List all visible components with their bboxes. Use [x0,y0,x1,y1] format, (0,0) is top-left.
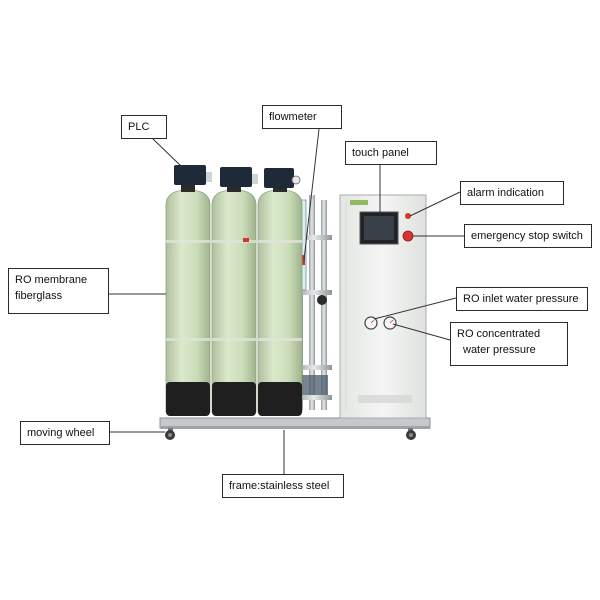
concentrate-pressure-gauge [383,316,397,330]
label-ro-membrane-fiberglass: RO membrane fiberglass [8,268,109,314]
emergency-stop-button [402,230,414,242]
control-valve-head-1 [174,165,212,192]
label-ro-concentrated-line2: water pressure [463,344,536,356]
control-valve-head-2 [220,167,258,192]
label-flowmeter: flowmeter [262,105,342,129]
label-ro-concentrated-water-pressure: RO concentrated water pressure [450,322,568,366]
label-emergency-stop-switch: emergency stop switch [464,224,592,248]
label-frame-stainless-steel: frame:stainless steel [222,474,344,498]
moving-wheel-right [406,430,416,440]
label-ro-membrane-line2: fiberglass [15,290,63,302]
leader-inlet-pressure [373,297,457,320]
label-plc: PLC [121,115,167,139]
label-alarm-indication: alarm indication [460,181,564,205]
leader-flowmeter [303,128,320,261]
leader-lines [109,128,464,474]
fiberglass-tank-3 [257,189,303,416]
label-ro-membrane-line1: RO membrane [15,274,88,286]
leader-concentrate-pressure [392,323,451,341]
inlet-pressure-gauge [364,316,378,330]
stainless-frame [159,417,431,434]
leader-plc [151,137,183,168]
control-valve-head-3 [264,168,301,192]
label-moving-wheel: moving wheel [20,421,110,445]
leader-alarm [409,191,461,217]
label-touch-panel: touch panel [345,141,437,165]
moving-wheel-left [165,430,175,440]
touch-panel-screen [359,211,399,245]
alarm-light [405,213,411,219]
fiberglass-tank-1 [165,189,211,416]
fiberglass-tank-2 [211,189,257,416]
label-ro-inlet-water-pressure: RO inlet water pressure [456,287,588,311]
label-ro-concentrated-line1: RO concentrated [457,328,541,340]
